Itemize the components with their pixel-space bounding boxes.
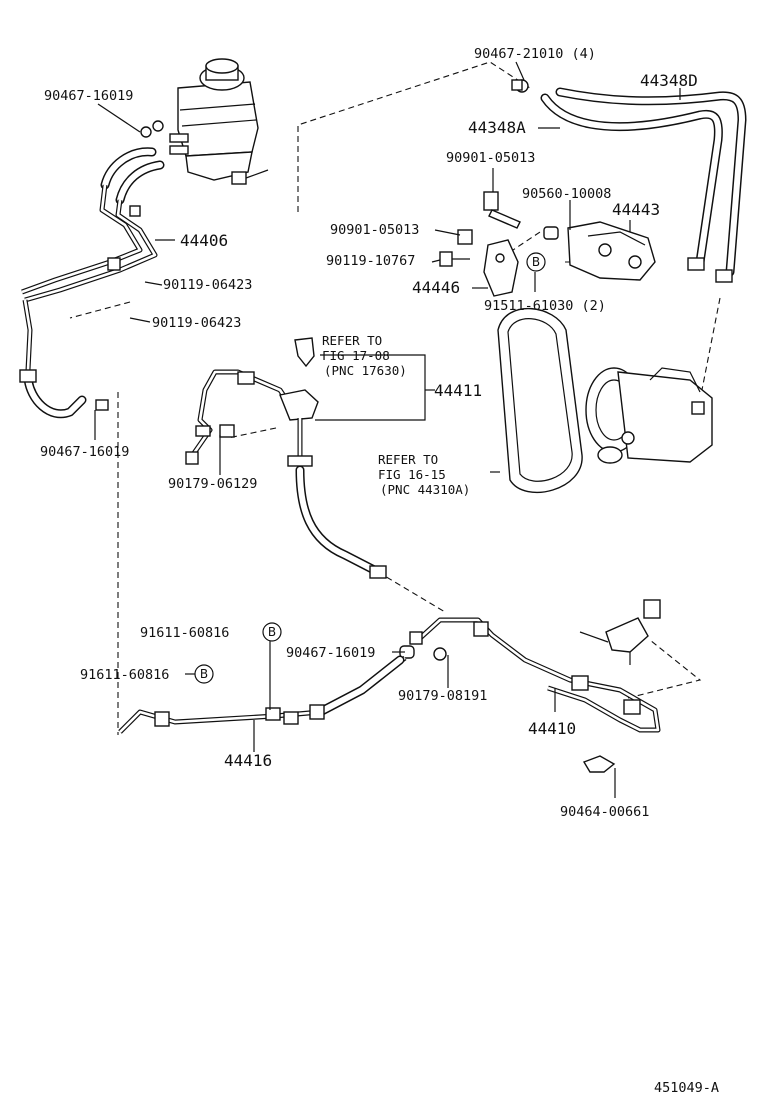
- label-90119-06423-b: 90119-06423: [152, 315, 241, 331]
- label-90901-05013-a: 90901-05013: [446, 150, 535, 166]
- power-steering-pump: [585, 367, 713, 464]
- bolt-90901-05013-long: [483, 191, 521, 229]
- label-90901-05013-b: 90901-05013: [330, 222, 419, 238]
- label-44348A: 44348A: [468, 118, 526, 137]
- ref-fig16-line1: REFER TO: [378, 452, 438, 467]
- cooler-hose-44416: [118, 655, 407, 734]
- label-44411: 44411: [434, 381, 482, 400]
- label-90467-16019-left: 90467-16019: [40, 444, 129, 460]
- bracket-44443: [567, 221, 656, 281]
- label-91511-61030: 91511-61030 (2): [484, 298, 606, 314]
- diagram-id: 451049-A: [654, 1080, 719, 1096]
- leader-lines: [94, 61, 681, 798]
- marker-b-clamp-a: B: [262, 622, 282, 642]
- steering-gear-stub: [579, 599, 661, 665]
- marker-b-text: B: [532, 255, 540, 269]
- label-44410: 44410: [528, 719, 576, 738]
- clamp-90464-00661: [582, 755, 616, 773]
- v-ribbed-belt: [497, 307, 583, 494]
- label-90119-06423-a: 90119-06423: [163, 277, 252, 293]
- ref-fig16-line3: (PNC 44310A): [380, 482, 470, 497]
- label-44443: 44443: [612, 200, 660, 219]
- hose-44348-assembly: [511, 79, 747, 283]
- marker-b-text: B: [268, 625, 276, 639]
- label-91611-60816-b: 91611-60816: [80, 667, 169, 683]
- label-44446: 44446: [412, 278, 460, 297]
- label-91611-60816-a: 91611-60816: [140, 625, 229, 641]
- marker-b-clamp-b: B: [194, 664, 214, 684]
- bolt-90901-05013-short: [457, 229, 473, 245]
- marker-b-bracket: B: [526, 252, 546, 272]
- part-labels: 90467-21010 (4) 44348D 44348A 90467-1601…: [40, 46, 719, 1096]
- label-90467-16019-top: 90467-16019: [44, 88, 133, 104]
- stay-44446: [483, 239, 519, 297]
- ref-fig17-line3: (PNC 17630): [324, 363, 407, 378]
- label-90467-21010: 90467-21010 (4): [474, 46, 596, 62]
- ref-fig16-line2: FIG 16-15: [378, 467, 446, 482]
- label-44416: 44416: [224, 751, 272, 770]
- label-44406: 44406: [180, 231, 228, 250]
- ref-fig17-line2: FIG 17-08: [322, 348, 390, 363]
- nut-90560-10008: [543, 226, 559, 240]
- label-90179-06129: 90179-06129: [168, 476, 257, 492]
- label-90467-16019-mid: 90467-16019: [286, 645, 375, 661]
- bolt-90119-10767: [439, 251, 470, 267]
- ref-fig17-line1: REFER TO: [322, 333, 382, 348]
- label-44348D: 44348D: [640, 71, 698, 90]
- oil-reservoir-tank: [169, 58, 269, 185]
- label-90464-00661: 90464-00661: [560, 804, 649, 820]
- marker-b-text: B: [200, 667, 208, 681]
- label-90179-08191: 90179-08191: [398, 688, 487, 704]
- return-tube-44410: [399, 617, 661, 733]
- return-hose-assembly-44406: [19, 120, 165, 419]
- pressure-feed-hose-44411: [185, 337, 387, 579]
- label-90119-10767: 90119-10767: [326, 253, 415, 269]
- dashed-reference-lines: [69, 61, 721, 735]
- label-90560-10008: 90560-10008: [522, 186, 611, 202]
